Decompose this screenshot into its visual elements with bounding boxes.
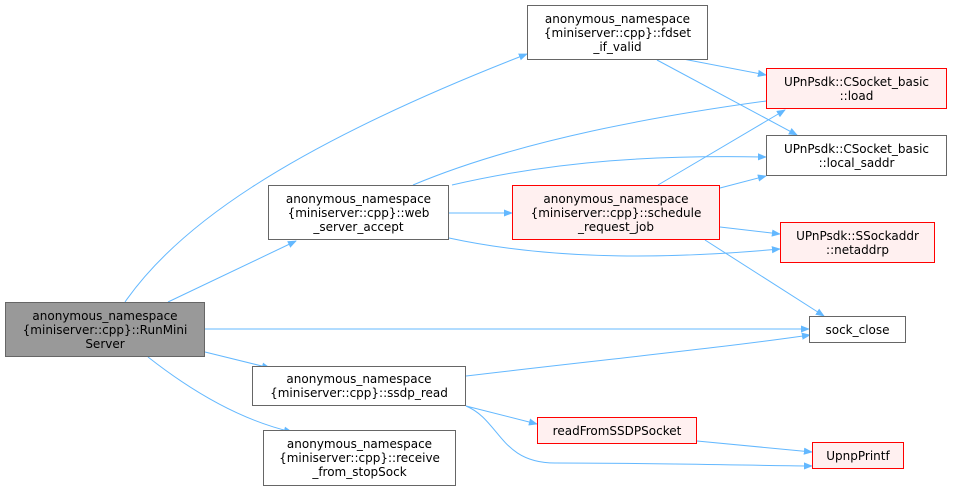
node-line: UPnPsdk::CSocket_basic — [783, 74, 930, 89]
node-ssdp-read[interactable]: anonymous_namespace {miniserver::cpp}::s… — [252, 366, 466, 406]
node-line: sock_close — [825, 322, 890, 337]
node-csocket-basic-local-saddr[interactable]: UPnPsdk::CSocket_basic ::local_saddr — [766, 135, 947, 176]
node-web-server-accept[interactable]: anonymous_namespace {miniserver::cpp}::w… — [268, 185, 449, 240]
node-line: Server — [85, 336, 125, 351]
node-line: {miniserver::cpp}::receive — [279, 451, 440, 465]
edge-schedule-to-load — [657, 109, 786, 186]
edge-webServer-to-load — [412, 96, 782, 186]
node-line: {miniserver::cpp}::schedule — [530, 205, 702, 220]
node-run-mini-server[interactable]: anonymous_namespace {miniserver::cpp}::R… — [5, 302, 205, 357]
node-line: anonymous_namespace — [286, 372, 432, 386]
node-line: {miniserver::cpp}::RunMini — [22, 322, 188, 337]
node-line: _if_valid — [593, 39, 642, 54]
node-line: anonymous_namespace — [32, 308, 178, 323]
node-read-from-ssdp-socket[interactable]: readFromSSDPSocket — [537, 417, 697, 444]
node-ssockaddr-netaddrp[interactable]: UPnPsdk::SSockaddr ::netaddrp — [780, 222, 935, 263]
node-line: UPnPsdk::SSockaddr — [796, 228, 919, 243]
node-line: anonymous_namespace — [543, 191, 689, 206]
node-upnp-printf[interactable]: UpnpPrintf — [812, 442, 904, 469]
edge-schedule-to-netaddrp — [719, 226, 781, 237]
node-line: UpnpPrintf — [826, 448, 890, 463]
edge-readFromSSDP-to-upnpPrintf — [696, 440, 813, 455]
edge-runMini-to-webServer — [167, 240, 297, 303]
node-line: UPnPsdk::CSocket_basic — [783, 141, 930, 156]
node-line: anonymous_namespace — [285, 191, 432, 206]
node-line: readFromSSDPSocket — [552, 423, 682, 438]
edge-webServer-to-netaddrp — [448, 237, 781, 257]
node-line: {miniserver::cpp}::ssdp_read — [270, 386, 448, 400]
node-line: anonymous_namespace — [286, 437, 433, 451]
node-line: ::local_saddr — [818, 155, 895, 170]
node-line: anonymous_namespace — [544, 11, 691, 26]
edge-runMini-to-ssdpRead — [204, 351, 271, 370]
node-line: _request_job — [578, 219, 654, 234]
node-line: _from_stopSock — [312, 465, 407, 479]
edge-fdset-to-localSaddr — [656, 59, 798, 136]
node-sock-close[interactable]: sock_close — [809, 316, 906, 343]
edge-schedule-to-localSaddr — [719, 174, 767, 189]
edge-ssdpRead-to-upnpPrintf — [465, 405, 813, 470]
edge-runMini-to-fdset — [124, 53, 528, 303]
node-line: ::netaddrp — [826, 242, 889, 257]
node-csocket-basic-load[interactable]: UPnPsdk::CSocket_basic ::load — [766, 68, 947, 109]
edge-webServer-to-localSaddr — [451, 153, 767, 186]
edge-ssdpRead-to-readFromSSDP — [465, 405, 538, 426]
node-schedule-request-job[interactable]: anonymous_namespace {miniserver::cpp}::s… — [512, 185, 720, 240]
edge-runMini-to-receiveStop — [147, 356, 293, 434]
node-fdset-if-valid[interactable]: anonymous_namespace {miniserver::cpp}::f… — [527, 5, 708, 60]
node-line: ::load — [839, 88, 874, 103]
edge-schedule-to-sockClose — [704, 239, 825, 317]
edge-ssdpRead-to-sockClose — [465, 332, 811, 377]
node-line: {miniserver::cpp}::fdset — [543, 25, 692, 40]
node-line: _server_accept — [313, 219, 404, 234]
node-line: {miniserver::cpp}::web — [287, 205, 430, 220]
node-receive-from-stop-sock[interactable]: anonymous_namespace {miniserver::cpp}::r… — [263, 430, 456, 486]
